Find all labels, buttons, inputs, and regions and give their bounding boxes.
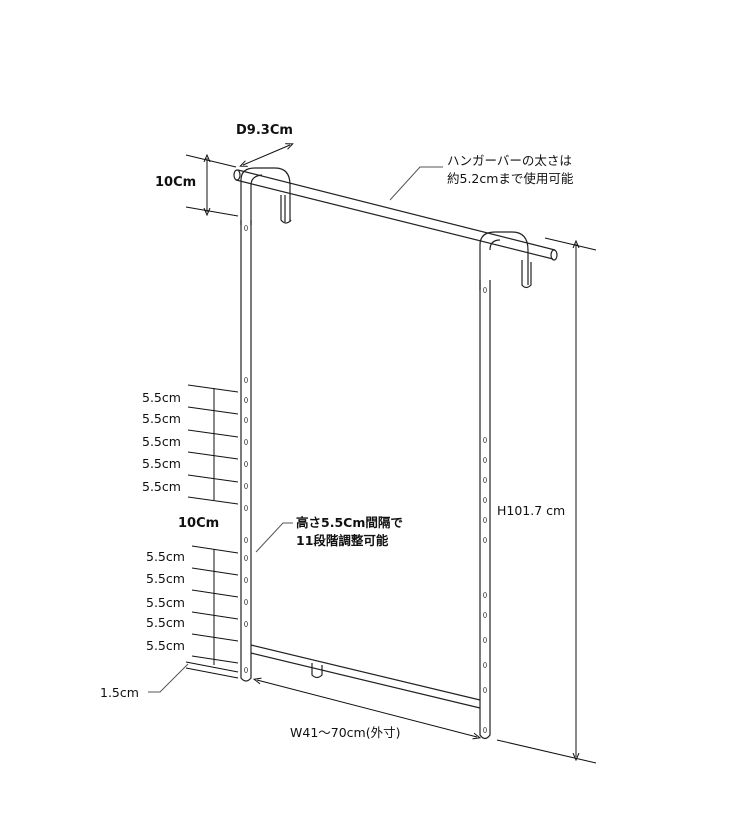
height-note-leader — [255, 522, 293, 553]
middle-gap-label: 10Cm — [178, 516, 219, 531]
lower-step-label: 5.5cm — [146, 595, 185, 610]
bar-note-line-2: 約5.2cmまで使用可能 — [447, 171, 574, 186]
lower-step-label: 5.5cm — [146, 638, 185, 653]
upper-step-label: 5.5cm — [142, 456, 181, 471]
height-label: H101.7 cm — [497, 503, 565, 518]
dimension-lines — [185, 145, 597, 764]
upper-step-label: 5.5cm — [142, 434, 181, 449]
top-offset-label: 10Cm — [155, 175, 196, 190]
right-upright — [479, 231, 532, 740]
width-label: W41～70cm(外寸) — [290, 725, 400, 740]
lower-step-label: 5.5cm — [146, 615, 185, 630]
lower-step-label: 5.5cm — [146, 571, 185, 586]
upper-step-label: 5.5cm — [142, 479, 181, 494]
depth-label: D9.3Cm — [236, 123, 293, 138]
height-note-line-1: 高さ5.5Cm間隔で — [296, 515, 403, 530]
upper-step-label: 5.5cm — [142, 390, 181, 405]
upper-step-label: 5.5cm — [142, 411, 181, 426]
bar-note-line-1: ハンガーバーの太さは — [447, 153, 572, 168]
bottom-bar — [250, 644, 481, 709]
adjustment-holes — [244, 225, 487, 733]
hanger-bar — [233, 169, 558, 261]
bottom-offset-label: 1.5cm — [100, 685, 139, 700]
lower-step-label: 5.5cm — [146, 549, 185, 564]
bar-note-leader — [389, 166, 443, 201]
height-note-line-2: 11段階調整可能 — [296, 533, 389, 548]
bottom-offset-leader — [148, 663, 189, 693]
left-upright — [240, 167, 292, 682]
